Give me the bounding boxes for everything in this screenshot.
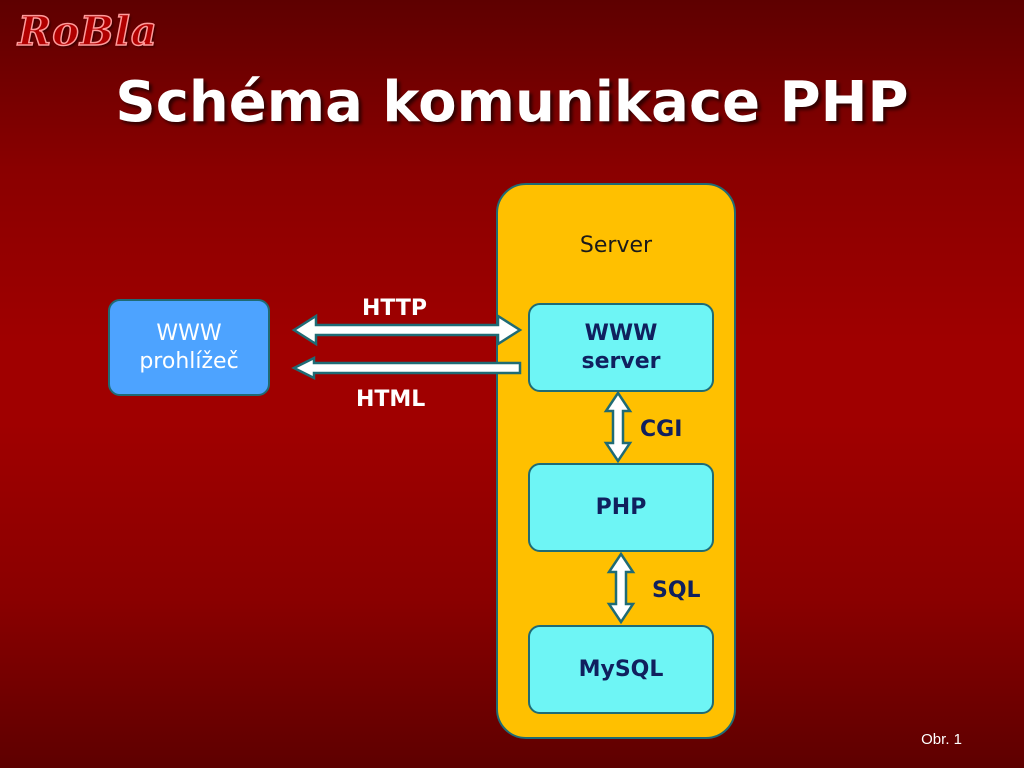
robla-logo: RoBla (17, 7, 158, 56)
mysql-label: MySQL (578, 656, 664, 682)
slide-title: Schéma komunikace PHP (115, 70, 909, 135)
http-arrow (291, 313, 523, 347)
php-box: PHP (528, 463, 714, 552)
sql-label: SQL (652, 578, 701, 603)
www-browser-box: WWW prohlížeč (108, 299, 270, 396)
php-label: PHP (595, 494, 647, 520)
html-arrow (291, 355, 522, 381)
mysql-box: MySQL (528, 625, 714, 714)
http-label: HTTP (362, 296, 428, 321)
cgi-label: CGI (640, 417, 683, 442)
browser-label-line1: WWW (156, 320, 222, 346)
browser-label-line2: prohlížeč (139, 348, 239, 374)
www-server-label-line2: server (581, 348, 661, 374)
www-server-box: WWW server (528, 303, 714, 392)
figure-caption: Obr. 1 (921, 731, 962, 748)
www-server-label-line1: WWW (584, 320, 658, 346)
html-label: HTML (356, 387, 426, 412)
server-label: Server (579, 233, 653, 258)
cgi-arrow (603, 390, 633, 464)
sql-arrow (606, 551, 636, 625)
